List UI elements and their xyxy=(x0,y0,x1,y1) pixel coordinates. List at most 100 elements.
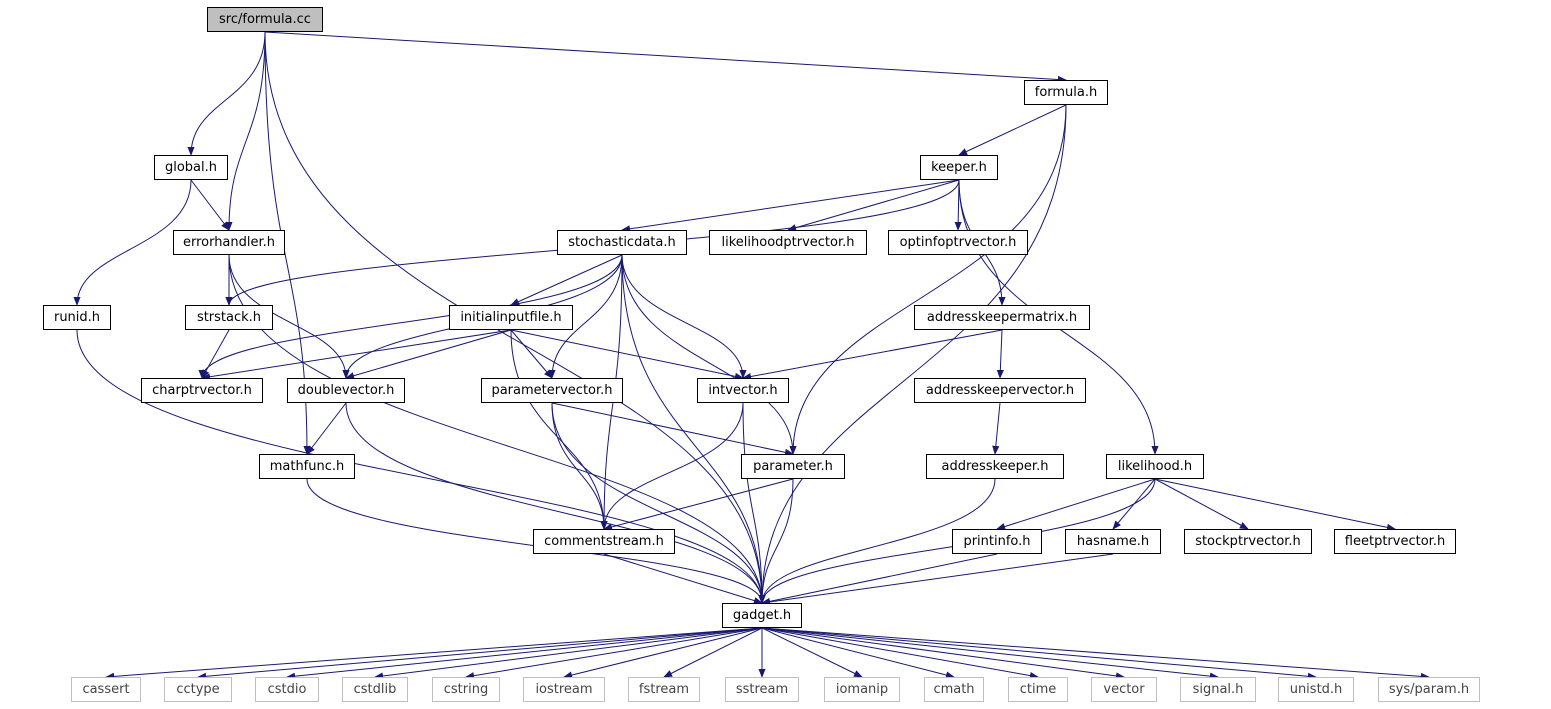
node-stochasticdata-h[interactable]: stochasticdata.h xyxy=(557,230,687,255)
edge-gadget_h-to-cmath xyxy=(761,627,955,679)
edge-initialinputfile_h-to-intvector_h xyxy=(510,329,744,380)
edge-global_h-to-errorhandler_h xyxy=(190,179,230,231)
edge-likelihood_h-to-printinfo_h xyxy=(996,478,1156,530)
edge-gadget_h-to-ctime xyxy=(761,627,1039,680)
node-ctime: ctime xyxy=(1008,677,1068,702)
node-fleetptrvector-h[interactable]: fleetptrvector.h xyxy=(1334,529,1456,554)
edge-stochasticdata_h-to-parameter_h xyxy=(621,254,797,455)
edge-intvector_h-to-commentstream_h xyxy=(600,402,744,530)
edge-initialinputfile_h-to-parametervector_h xyxy=(510,329,553,379)
node-mathfunc-h[interactable]: mathfunc.h xyxy=(259,454,355,479)
edge-gadget_h-to-unistd_h xyxy=(761,627,1317,680)
edge-gadget_h-to-cstring xyxy=(465,627,763,680)
node-cstdlib: cstdlib xyxy=(342,677,408,702)
node-unistd-h: unistd.h xyxy=(1278,677,1354,702)
edge-parametervector_h-to-parameter_h xyxy=(551,402,794,456)
node-sstream: sstream xyxy=(725,677,799,702)
node-cmath: cmath xyxy=(924,677,984,702)
edge-formula_cc-to-errorhandler_h xyxy=(225,31,266,231)
edge-addresskeepermatrix_h-to-intvector_h xyxy=(742,329,1003,381)
edge-gadget_h-to-sys_param_h xyxy=(761,627,1430,680)
edge-gadget_h-to-cstdio xyxy=(286,627,763,680)
edge-gadget_h-to-cassert xyxy=(105,627,763,680)
node-initialinputfile-h[interactable]: initialinputfile.h xyxy=(449,305,573,330)
node-iostream: iostream xyxy=(523,677,605,702)
edge-gadget_h-to-iomanip xyxy=(761,627,863,678)
node-commentstream-h[interactable]: commentstream.h xyxy=(533,529,675,554)
edge-initialinputfile_h-to-doublevector_h xyxy=(345,329,512,380)
edge-parameter_h-to-commentstream_h xyxy=(603,478,794,531)
node-doublevector-h[interactable]: doublevector.h xyxy=(287,378,405,403)
edge-addresskeepermatrix_h-to-addresskeepervector_h xyxy=(996,329,1004,379)
edge-likelihood_h-to-fleetptrvector_h xyxy=(1154,478,1396,531)
node-optinfoptrvector-h[interactable]: optinfoptrvector.h xyxy=(888,230,1028,255)
node-charptrvector-h[interactable]: charptrvector.h xyxy=(141,378,263,403)
node-likelihood-h[interactable]: likelihood.h xyxy=(1106,454,1204,479)
edge-gadget_h-to-cstdlib xyxy=(374,627,763,680)
node-runid-h[interactable]: runid.h xyxy=(43,305,111,330)
edge-stochasticdata_h-to-parametervector_h xyxy=(548,254,623,379)
node-sys-param-h: sys/param.h xyxy=(1378,677,1480,702)
node-stockptrvector-h[interactable]: stockptrvector.h xyxy=(1184,529,1312,554)
edge-addresskeeper_h-to-gadget_h xyxy=(758,478,996,604)
node-strstack-h[interactable]: strstack.h xyxy=(185,305,273,330)
edge-parametervector_h-to-gadget_h xyxy=(551,402,766,604)
node-signal-h: signal.h xyxy=(1180,677,1256,702)
edge-formula_cc-to-global_h xyxy=(187,31,266,156)
edge-stochasticdata_h-to-gadget_h xyxy=(621,254,766,604)
node-fstream: fstream xyxy=(628,677,700,702)
edge-intvector_h-to-gadget_h xyxy=(742,402,766,604)
edge-initialinputfile_h-to-commentstream_h xyxy=(510,329,608,530)
edge-errorhandler_h-to-doublevector_h xyxy=(228,254,350,379)
edge-formula_h-to-parameter_h xyxy=(789,104,1067,455)
edge-runid_h-to-gadget_h xyxy=(76,329,766,604)
node-printinfo-h[interactable]: printinfo.h xyxy=(952,529,1042,554)
edge-gadget_h-to-fstream xyxy=(663,627,763,678)
edge-doublevector_h-to-gadget_h xyxy=(345,402,766,604)
edge-gadget_h-to-cctype xyxy=(197,627,763,680)
node-formula-h[interactable]: formula.h xyxy=(1024,80,1108,105)
edge-formula_cc-to-gadget_h xyxy=(264,31,766,604)
node-cstring: cstring xyxy=(432,677,500,702)
node-addresskeepervector-h[interactable]: addresskeepervector.h xyxy=(914,378,1086,403)
edge-global_h-to-runid_h xyxy=(73,179,192,306)
edge-hasname_h-to-gadget_h xyxy=(761,553,1114,606)
edge-stochasticdata_h-to-intvector_h xyxy=(621,254,747,379)
edge-gadget_h-to-vector xyxy=(761,627,1125,680)
node-intvector-h[interactable]: intvector.h xyxy=(697,378,789,403)
node-global-h[interactable]: global.h xyxy=(154,155,228,180)
node-parametervector-h[interactable]: parametervector.h xyxy=(481,378,623,403)
node-hasname-h[interactable]: hasname.h xyxy=(1065,529,1161,554)
edge-parameter_h-to-gadget_h xyxy=(758,478,794,604)
node-errorhandler-h[interactable]: errorhandler.h xyxy=(173,230,285,255)
edge-formula_cc-to-formula_h xyxy=(264,31,1067,84)
node-likelihoodptrvector-h[interactable]: likelihoodptrvector.h xyxy=(709,230,867,255)
edge-strstack_h-to-charptrvector_h xyxy=(201,329,230,379)
edge-commentstream_h-to-gadget_h xyxy=(603,553,763,605)
edge-stochasticdata_h-to-charptrvector_h xyxy=(198,254,623,379)
edge-formula_h-to-gadget_h xyxy=(758,104,1067,604)
node-cassert: cassert xyxy=(71,677,141,702)
node-keeper-h[interactable]: keeper.h xyxy=(920,155,998,180)
edge-keeper_h-to-stochasticdata_h xyxy=(621,179,960,233)
node-addresskeepermatrix-h[interactable]: addresskeepermatrix.h xyxy=(914,305,1090,330)
edge-likelihood_h-to-stockptrvector_h xyxy=(1154,478,1249,530)
node-iomanip: iomanip xyxy=(824,677,900,702)
edge-initialinputfile_h-to-charptrvector_h xyxy=(201,329,512,381)
edge-stochasticdata_h-to-initialinputfile_h xyxy=(510,254,623,306)
edge-formula_h-to-keeper_h xyxy=(958,104,1067,156)
node-parameter-h[interactable]: parameter.h xyxy=(741,454,845,479)
edge-gadget_h-to-iostream xyxy=(563,627,763,679)
edge-addresskeepervector_h-to-addresskeeper_h xyxy=(992,402,1001,455)
edge-printinfo_h-to-gadget_h xyxy=(761,553,998,605)
node-cstdio: cstdio xyxy=(255,677,319,702)
edge-parametervector_h-to-commentstream_h xyxy=(551,402,608,530)
node-vector: vector xyxy=(1091,677,1157,702)
node-gadget-h[interactable]: gadget.h xyxy=(722,603,802,628)
node-addresskeeper-h[interactable]: addresskeeper.h xyxy=(926,454,1064,479)
edge-keeper_h-to-likelihoodptrvector_h xyxy=(787,179,960,232)
edge-gadget_h-to-signal_h xyxy=(761,627,1219,680)
node-cctype: cctype xyxy=(164,677,232,702)
edge-doublevector_h-to-mathfunc_h xyxy=(306,402,347,455)
